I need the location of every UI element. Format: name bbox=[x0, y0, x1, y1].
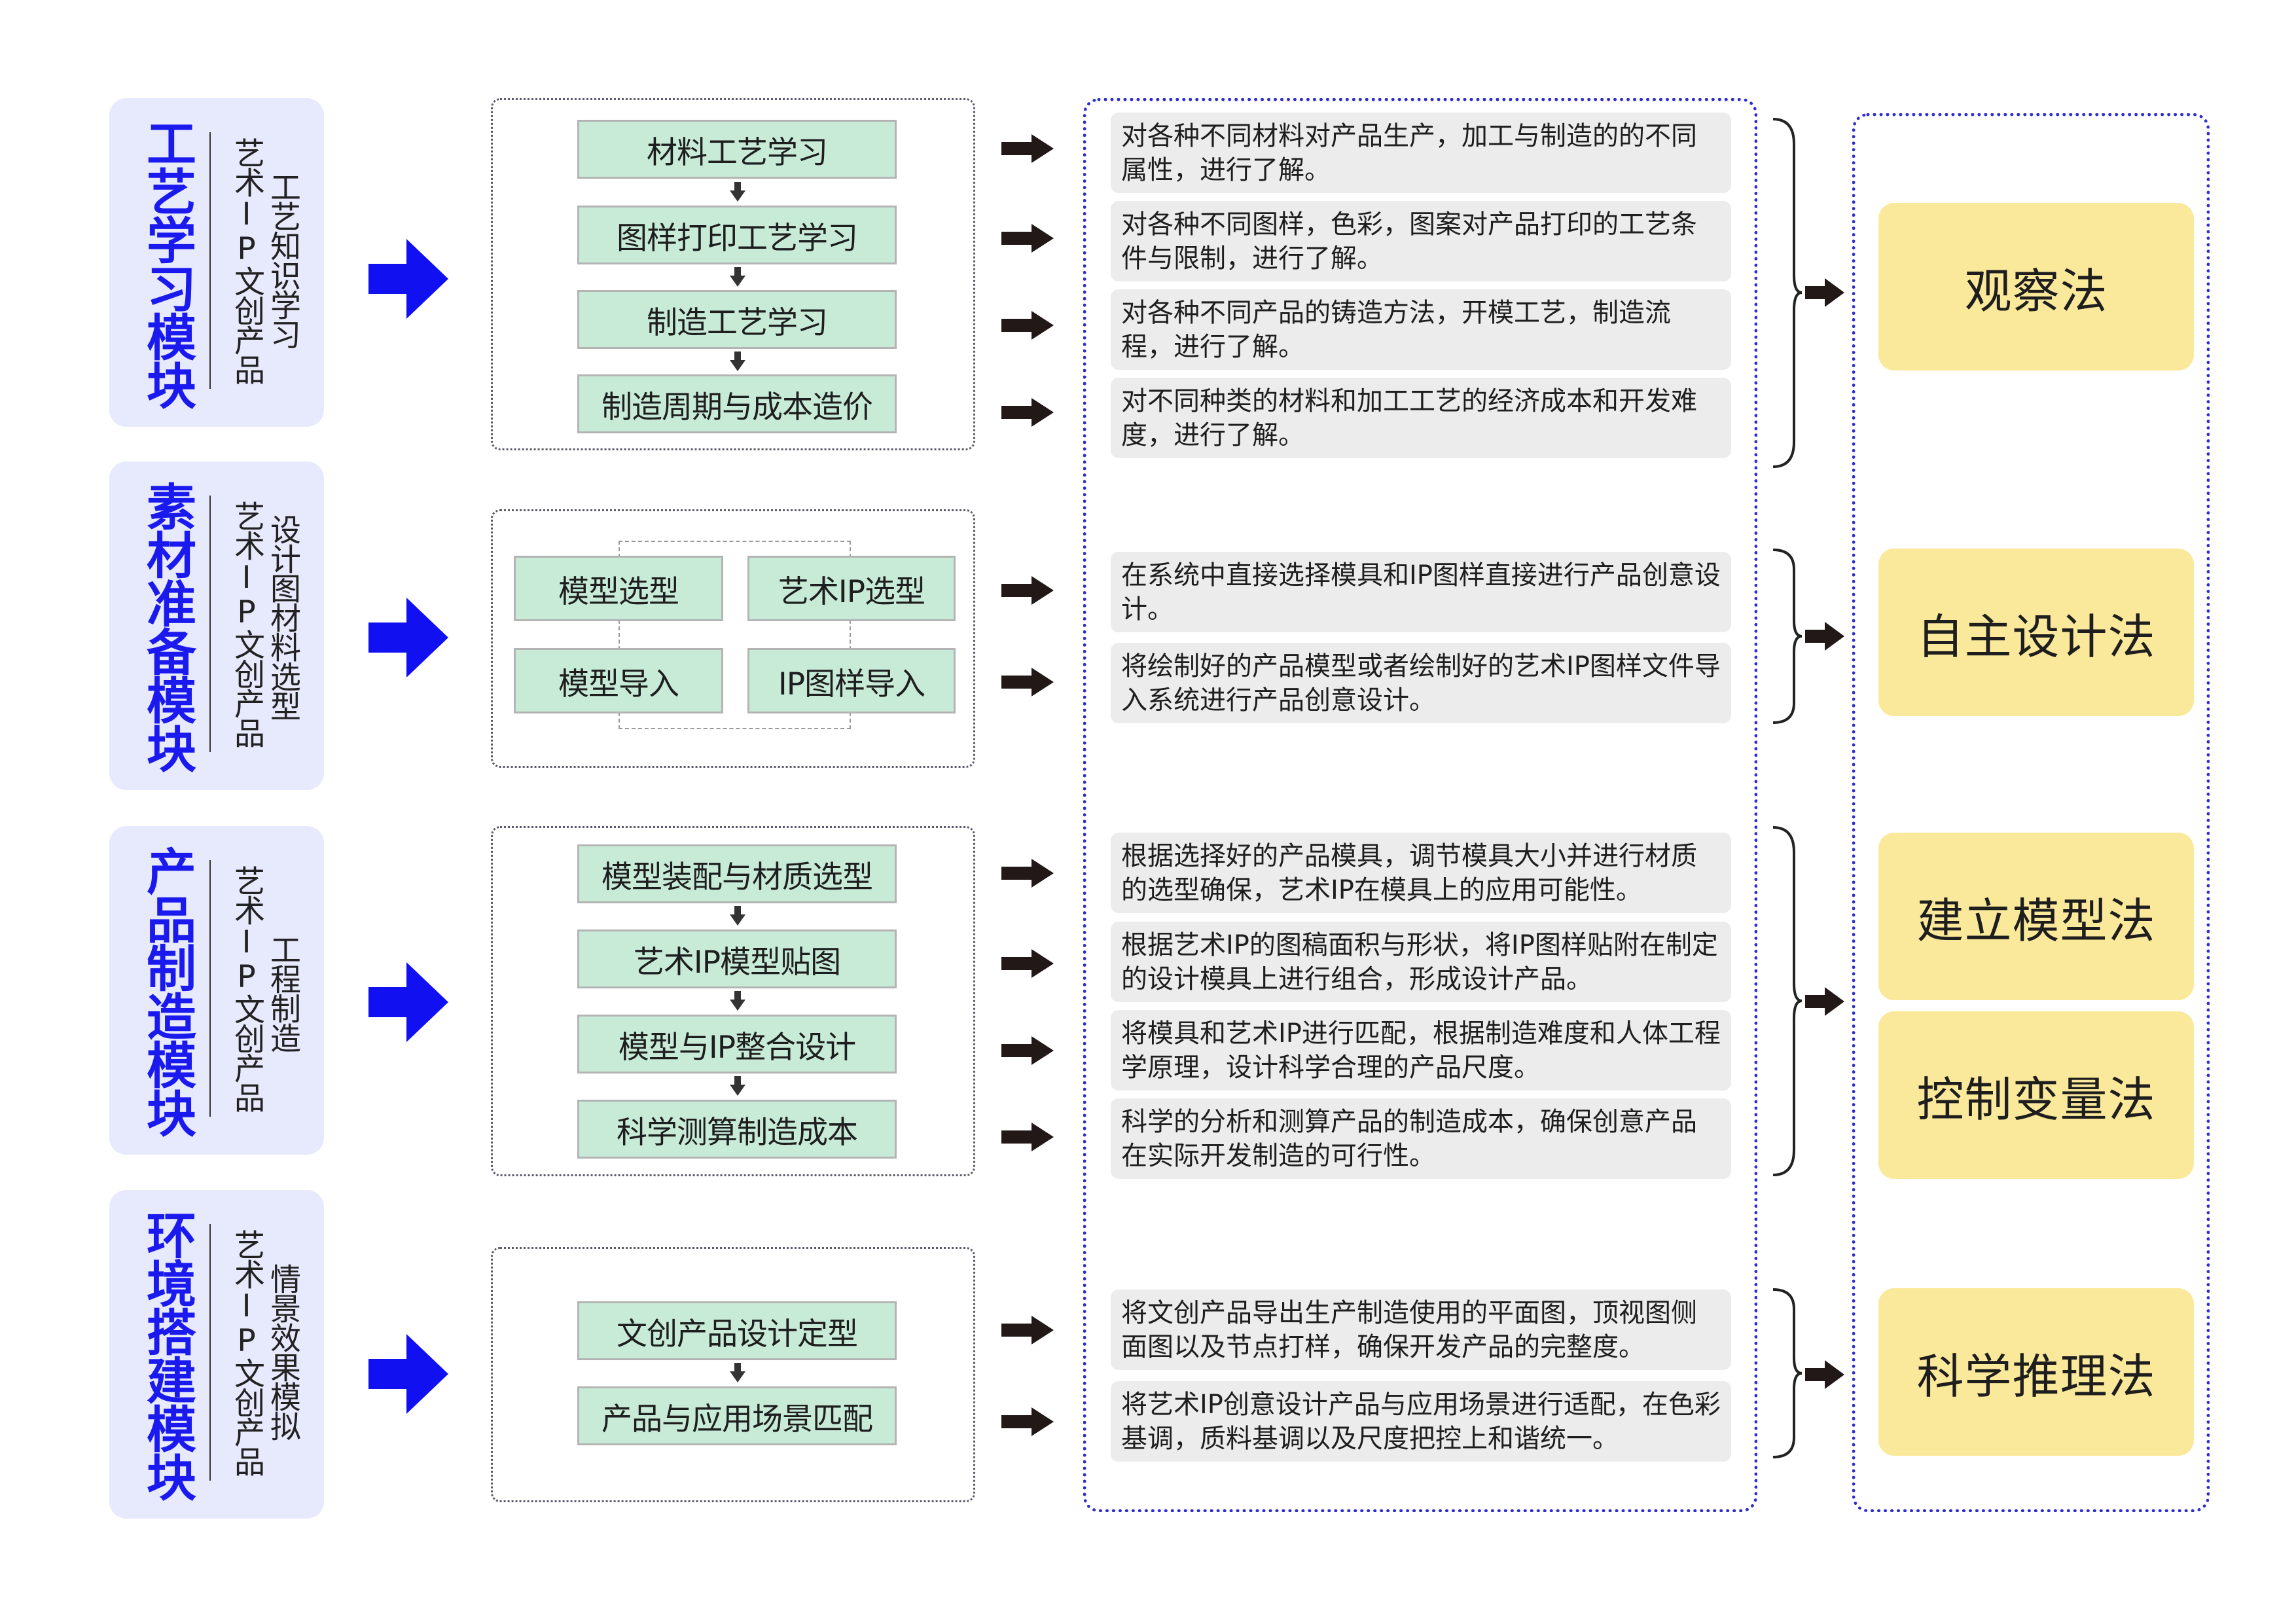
down-arrow-icon bbox=[730, 1076, 745, 1096]
module-card-craft: 工艺学习模块 艺术IP文创产品 工艺知识学习 bbox=[109, 98, 324, 427]
grid-box: 艺术IP选型 bbox=[747, 556, 956, 621]
method-observation: 观察法 bbox=[1878, 203, 2194, 370]
module-divider bbox=[209, 860, 211, 1117]
description-box: 科学的分析和测算产品的制造成本，确保创意产品在实际开发制造的可行性。 bbox=[1111, 1098, 1731, 1179]
grid-box: IP图样导入 bbox=[747, 648, 956, 713]
right-arrow-icon bbox=[1001, 1316, 1054, 1344]
right-brace-icon bbox=[1770, 826, 1803, 1176]
description-box: 对各种不同材料对产品生产，加工与制造的的不同属性，进行了解。 bbox=[1111, 113, 1731, 193]
step-box: 材料工艺学习 bbox=[577, 120, 897, 179]
module-subtitle-a: 艺术IP文创产品 bbox=[228, 501, 264, 747]
module-card-manufacturing: 产品制造模块 艺术IP文创产品 工程制造 bbox=[109, 826, 324, 1155]
module-title: 工艺学习模块 bbox=[138, 118, 196, 408]
down-arrow-icon bbox=[730, 1363, 745, 1382]
grid-connector bbox=[619, 541, 851, 729]
module-title: 产品制造模块 bbox=[138, 846, 196, 1136]
step-group-material bbox=[491, 509, 975, 768]
blue-arrow-icon bbox=[368, 239, 448, 319]
step-box: 科学测算制造成本 bbox=[577, 1100, 897, 1159]
right-arrow-icon bbox=[1001, 1036, 1054, 1065]
right-arrow-icon bbox=[1805, 987, 1844, 1016]
method-scientific-reasoning: 科学推理法 bbox=[1878, 1288, 2194, 1456]
module-subtitle-b: 工程制造 bbox=[264, 934, 300, 1052]
step-box: 制造工艺学习 bbox=[577, 290, 897, 349]
description-box: 将文创产品导出生产制造使用的平面图，顶视图侧面图以及节点打样，确保开发产品的完整… bbox=[1111, 1290, 1731, 1370]
grid-box: 模型选型 bbox=[514, 556, 723, 621]
module-subtitle-b: 设计图材料选型 bbox=[264, 514, 300, 720]
module-title: 环境搭建模块 bbox=[138, 1210, 196, 1500]
down-arrow-icon bbox=[730, 182, 745, 202]
step-box: 艺术IP模型贴图 bbox=[577, 929, 897, 988]
right-arrow-icon bbox=[1001, 224, 1054, 253]
step-box: 产品与应用场景匹配 bbox=[577, 1386, 897, 1445]
right-arrow-icon bbox=[1805, 1360, 1844, 1389]
step-box: 模型与IP整合设计 bbox=[577, 1015, 897, 1074]
module-subtitle-a: 艺术IP文创产品 bbox=[228, 137, 264, 384]
module-divider bbox=[209, 1224, 211, 1481]
module-card-material: 素材准备模块 艺术IP文创产品 设计图材料选型 bbox=[109, 461, 324, 790]
module-divider bbox=[209, 496, 211, 752]
description-box: 将绘制好的产品模型或者绘制好的艺术IP图样文件导入系统进行产品创意设计。 bbox=[1111, 643, 1731, 723]
step-group-craft bbox=[491, 98, 975, 450]
blue-arrow-icon bbox=[368, 1334, 448, 1414]
step-box: 文创产品设计定型 bbox=[577, 1301, 897, 1360]
right-arrow-icon bbox=[1001, 949, 1054, 978]
module-card-environment: 环境搭建模块 艺术IP文创产品 情景效果模拟 bbox=[109, 1190, 324, 1519]
description-box: 对不同种类的材料和加工工艺的经济成本和开发难度，进行了解。 bbox=[1111, 378, 1731, 458]
down-arrow-icon bbox=[730, 991, 745, 1011]
method-independent-design: 自主设计法 bbox=[1878, 549, 2194, 716]
right-arrow-icon bbox=[1001, 1123, 1054, 1151]
down-arrow-icon bbox=[730, 352, 745, 371]
step-box: 制造周期与成本造价 bbox=[577, 374, 897, 433]
description-box: 根据选择好的产品模具，调节模具大小并进行材质的选型确保，艺术IP在模具上的应用可… bbox=[1111, 833, 1731, 913]
step-group-manufacturing bbox=[491, 826, 975, 1176]
description-box: 对各种不同产品的铸造方法，开模工艺，制造流程，进行了解。 bbox=[1111, 289, 1731, 370]
right-brace-icon bbox=[1770, 118, 1803, 468]
grid-box: 模型导入 bbox=[514, 648, 723, 713]
description-box: 对各种不同图样，色彩，图案对产品打印的工艺条件与限制，进行了解。 bbox=[1111, 201, 1731, 281]
blue-arrow-icon bbox=[368, 598, 448, 677]
blue-arrow-icon bbox=[368, 962, 448, 1042]
step-box: 图样打印工艺学习 bbox=[577, 206, 897, 264]
right-arrow-icon bbox=[1001, 1407, 1054, 1436]
right-arrow-icon bbox=[1001, 859, 1054, 888]
module-divider bbox=[209, 132, 211, 389]
right-arrow-icon bbox=[1001, 668, 1054, 696]
down-arrow-icon bbox=[730, 906, 745, 926]
right-arrow-icon bbox=[1805, 622, 1844, 651]
method-control-variable: 控制变量法 bbox=[1878, 1011, 2194, 1179]
description-column bbox=[1083, 98, 1757, 1512]
step-group-environment bbox=[491, 1247, 975, 1502]
description-box: 将艺术IP创意设计产品与应用场景进行适配，在色彩基调，质料基调以及尺度把控上和谐… bbox=[1111, 1381, 1731, 1462]
module-title: 素材准备模块 bbox=[138, 481, 196, 772]
right-arrow-icon bbox=[1001, 311, 1054, 340]
module-subtitle-a: 艺术IP文创产品 bbox=[228, 865, 264, 1111]
step-box: 模型装配与材质选型 bbox=[577, 844, 897, 903]
right-brace-icon bbox=[1770, 549, 1803, 724]
down-arrow-icon bbox=[730, 267, 745, 287]
right-arrow-icon bbox=[1001, 576, 1054, 605]
right-brace-icon bbox=[1770, 1288, 1803, 1458]
right-arrow-icon bbox=[1805, 278, 1844, 307]
module-subtitle-b: 情景效果模拟 bbox=[264, 1263, 300, 1440]
method-modeling: 建立模型法 bbox=[1878, 833, 2194, 1000]
description-box: 在系统中直接选择模具和IP图样直接进行产品创意设计。 bbox=[1111, 552, 1731, 632]
description-box: 根据艺术IP的图稿面积与形状，将IP图样贴附在制定的设计模具上进行组合，形成设计… bbox=[1111, 922, 1731, 1002]
module-subtitle-a: 艺术IP文创产品 bbox=[228, 1229, 264, 1475]
module-subtitle-b: 工艺知识学习 bbox=[264, 171, 300, 348]
right-arrow-icon bbox=[1001, 398, 1054, 427]
method-column bbox=[1852, 113, 2210, 1512]
right-arrow-icon bbox=[1001, 134, 1054, 163]
description-box: 将模具和艺术IP进行匹配，根据制造难度和人体工程学原理，设计科学合理的产品尺度。 bbox=[1111, 1010, 1731, 1091]
